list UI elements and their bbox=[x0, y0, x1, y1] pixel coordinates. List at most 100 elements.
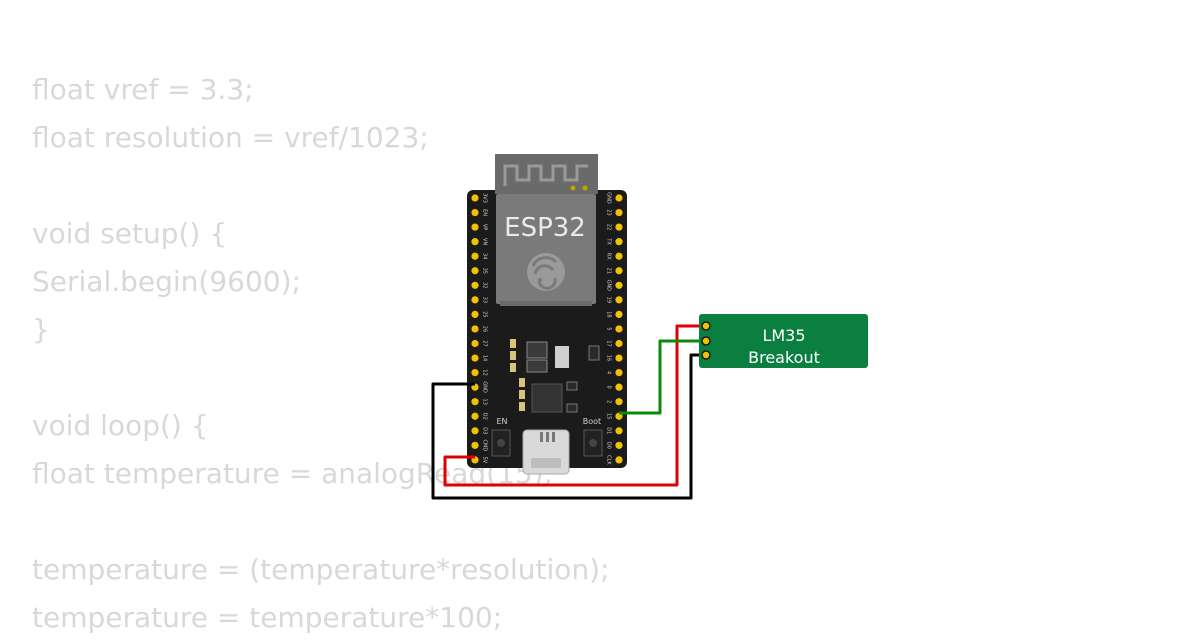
espressif-logo-icon bbox=[527, 253, 565, 291]
pin-left-12[interactable] bbox=[471, 369, 479, 377]
sensor-label-line1: LM35 bbox=[762, 326, 805, 345]
pin-label: 32 bbox=[482, 282, 488, 288]
pin-right-21[interactable] bbox=[615, 267, 623, 275]
pin-right-2[interactable] bbox=[615, 398, 623, 406]
boot-button-label: Boot bbox=[583, 417, 601, 426]
smd-component bbox=[510, 363, 516, 372]
code-line: temperature = (temperature*resolution); bbox=[32, 553, 610, 586]
code-line: } bbox=[32, 313, 50, 346]
sensor-pin-gnd[interactable] bbox=[701, 350, 711, 360]
pin-label: 27 bbox=[482, 340, 488, 346]
pin-label: GND bbox=[606, 192, 612, 204]
module-castellations bbox=[500, 301, 592, 306]
pin-label: D2 bbox=[482, 413, 488, 420]
smd-component bbox=[510, 339, 516, 348]
usb-pin bbox=[552, 432, 555, 442]
pin-label: VN bbox=[482, 238, 488, 245]
pin-label: 15 bbox=[606, 413, 612, 419]
sensor-pin-out[interactable] bbox=[701, 336, 711, 346]
pin-right-22[interactable] bbox=[615, 223, 623, 231]
en-button-label: EN bbox=[496, 417, 507, 426]
pin-left-35[interactable] bbox=[471, 267, 479, 275]
usb-port-opening bbox=[531, 458, 561, 468]
antenna-trace-icon bbox=[503, 164, 588, 186]
pin-right-d0[interactable] bbox=[615, 441, 623, 449]
signal-wire[interactable] bbox=[619, 339, 706, 415]
pin-left-25[interactable] bbox=[471, 310, 479, 318]
pin-left-cmd[interactable] bbox=[471, 441, 479, 449]
pin-right-23[interactable] bbox=[615, 208, 623, 217]
pin-label: 19 bbox=[606, 297, 612, 303]
pin-label: 22 bbox=[606, 224, 612, 230]
smd-component bbox=[519, 402, 525, 411]
pin-label: 23 bbox=[606, 209, 612, 215]
ldo-chip bbox=[555, 346, 569, 368]
pin-left-en[interactable] bbox=[471, 208, 479, 217]
pin-right-19[interactable] bbox=[615, 296, 623, 304]
pin-left-d3[interactable] bbox=[471, 427, 479, 435]
smd-component bbox=[566, 381, 578, 391]
pin-left-vp[interactable] bbox=[471, 223, 479, 231]
pin-left-26[interactable] bbox=[471, 325, 479, 333]
pin-left-d2[interactable] bbox=[471, 412, 479, 420]
pin-right-16[interactable] bbox=[615, 354, 623, 362]
code-line: float temperature = analogRead(15); bbox=[32, 457, 554, 490]
pin-right-17[interactable] bbox=[615, 339, 623, 348]
pin-right-5[interactable] bbox=[615, 325, 623, 333]
pin-label: 5 bbox=[606, 327, 612, 330]
pin-left-27[interactable] bbox=[471, 339, 479, 348]
code-line: Serial.begin(9600); bbox=[32, 265, 301, 298]
pin-label: 26 bbox=[482, 326, 488, 332]
esp32-board[interactable]: ESP32 EN Boot bbox=[467, 154, 627, 475]
pin-left-vn[interactable] bbox=[471, 238, 479, 246]
pin-label: 13 bbox=[482, 399, 488, 405]
usb-uart-chip bbox=[531, 383, 563, 413]
pin-right-gnd[interactable] bbox=[615, 281, 623, 289]
pin-left-3v3[interactable] bbox=[471, 194, 479, 202]
pin-left-14[interactable] bbox=[471, 354, 479, 362]
pin-left-34[interactable] bbox=[471, 252, 479, 260]
pin-label: VP bbox=[482, 224, 488, 230]
pin-label: GND bbox=[606, 280, 612, 292]
module-pad bbox=[570, 185, 576, 191]
smd-component bbox=[519, 390, 525, 399]
pin-label: D0 bbox=[606, 442, 612, 449]
sensor-pcb bbox=[699, 314, 868, 368]
pin-right-18[interactable] bbox=[615, 310, 623, 318]
code-line: void loop() { bbox=[32, 409, 209, 442]
pin-right-d1[interactable] bbox=[615, 427, 623, 435]
pin-right-gnd[interactable] bbox=[615, 194, 623, 202]
vcc-wire[interactable] bbox=[443, 324, 706, 487]
pin-left-32[interactable] bbox=[471, 281, 479, 289]
usb-pin bbox=[546, 432, 549, 442]
lm35-breakout[interactable]: LM35 Breakout bbox=[699, 314, 868, 368]
pin-right-tx[interactable] bbox=[615, 238, 623, 246]
code-line: void setup() { bbox=[32, 217, 228, 250]
board-name: ESP32 bbox=[504, 213, 586, 243]
sensor-pin-vcc[interactable] bbox=[701, 321, 711, 331]
code-line: float vref = 3.3; bbox=[32, 73, 254, 106]
pin-label: 12 bbox=[482, 369, 488, 375]
pin-right-4[interactable] bbox=[615, 369, 623, 377]
pin-right-0[interactable] bbox=[615, 383, 623, 391]
pin-label: 17 bbox=[606, 340, 612, 346]
pin-left-13[interactable] bbox=[471, 398, 479, 406]
pin-label: 3V3 bbox=[482, 193, 488, 203]
module-pad bbox=[582, 185, 588, 191]
pin-label: 21 bbox=[606, 268, 612, 274]
pin-right-rx[interactable] bbox=[615, 252, 623, 260]
gnd-wire[interactable] bbox=[431, 353, 706, 500]
pin-label: EN bbox=[482, 209, 488, 216]
pin-right-clk[interactable] bbox=[615, 456, 623, 464]
pin-label: 35 bbox=[482, 268, 488, 274]
smd-component bbox=[510, 351, 516, 360]
en-button-cap bbox=[497, 439, 505, 447]
pin-label: 33 bbox=[482, 297, 488, 303]
wires bbox=[431, 324, 706, 500]
pin-label: 5V bbox=[482, 457, 488, 464]
pin-left-33[interactable] bbox=[471, 296, 479, 304]
pin-label: 14 bbox=[482, 355, 488, 361]
pin-label: D3 bbox=[482, 427, 488, 434]
pin-label: 0 bbox=[606, 386, 612, 389]
